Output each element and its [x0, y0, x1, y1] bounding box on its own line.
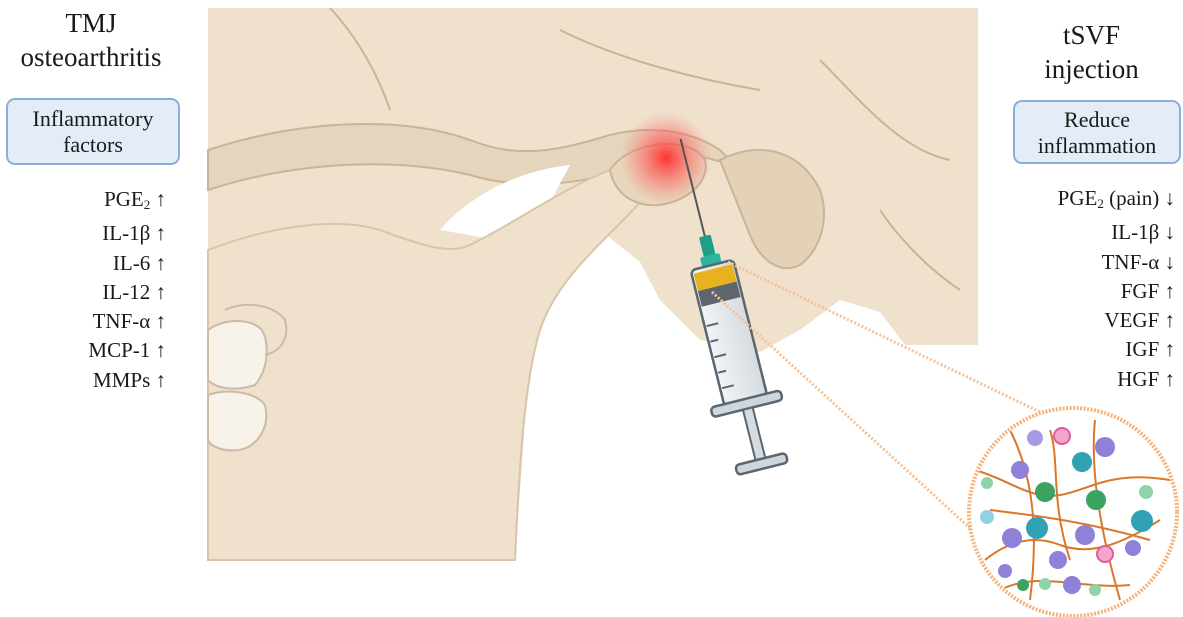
inflammation-glow: [620, 112, 712, 204]
right-title-line1: tSVF: [1000, 18, 1183, 52]
plunger-rod: [743, 407, 766, 462]
factor-item: PGE2 ↑: [88, 185, 166, 219]
tsvf-zoom-circle: [969, 408, 1177, 616]
right-box-line1: Reduce: [1015, 107, 1179, 133]
factor-item: IL-12 ↑: [88, 278, 166, 307]
right-column-title: tSVF injection: [1000, 18, 1183, 86]
left-title-line1: TMJ: [0, 6, 182, 40]
factor-item: IL-6 ↑: [88, 249, 166, 278]
factor-item: MMPs ↑: [88, 366, 166, 395]
left-box-line2: factors: [8, 132, 178, 158]
factor-item: PGE2 (pain) ↓: [1058, 184, 1175, 218]
left-box-line1: Inflammatory: [8, 106, 178, 132]
factor-item: IL-1β ↓: [1058, 218, 1175, 247]
right-title-line2: injection: [1000, 52, 1183, 86]
inflammatory-factor-list: PGE2 ↑ IL-1β ↑ IL-6 ↑ IL-12 ↑ TNF-α ↑ MC…: [88, 185, 166, 395]
inflammatory-factors-box: Inflammatory factors: [6, 98, 180, 165]
right-box-line2: inflammation: [1015, 133, 1179, 159]
factor-item: HGF ↑: [1058, 365, 1175, 394]
treatment-factor-list: PGE2 (pain) ↓ IL-1β ↓ TNF-α ↓ FGF ↑ VEGF…: [1058, 184, 1175, 394]
left-title-line2: osteoarthritis: [0, 40, 182, 74]
skull-drawing: [208, 8, 978, 560]
factor-item: FGF ↑: [1058, 277, 1175, 306]
factor-item: TNF-α ↑: [88, 307, 166, 336]
left-column-title: TMJ osteoarthritis: [0, 6, 182, 74]
factor-item: MCP-1 ↑: [88, 336, 166, 365]
factor-item: VEGF ↑: [1058, 306, 1175, 335]
factor-item: IL-1β ↑: [88, 219, 166, 248]
factor-item: IGF ↑: [1058, 335, 1175, 364]
reduce-inflammation-box: Reduce inflammation: [1013, 100, 1181, 164]
factor-item: TNF-α ↓: [1058, 248, 1175, 277]
